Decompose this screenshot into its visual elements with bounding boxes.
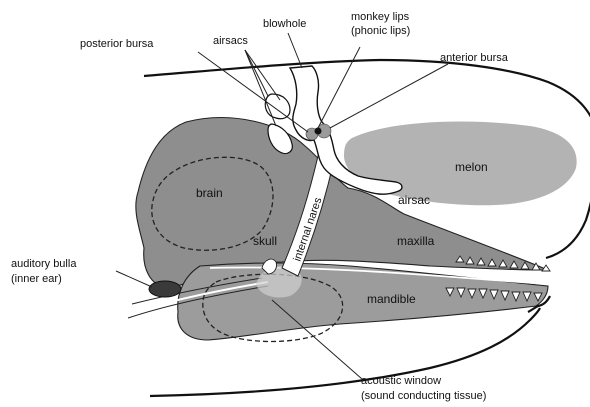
- label-mandible: mandible: [367, 292, 416, 306]
- label-maxilla: maxilla: [397, 234, 435, 248]
- label-skull: skull: [253, 234, 277, 248]
- label-sound-conducting: (sound conducting tissue): [361, 390, 486, 402]
- label-phonic-lips: (phonic lips): [351, 25, 410, 37]
- label-acoustic-window: acoustic window: [361, 375, 441, 387]
- label-melon: melon: [455, 160, 488, 174]
- label-monkey-lips: monkey lips: [351, 11, 410, 23]
- mandible-shape: [178, 263, 548, 340]
- label-brain: brain: [196, 186, 223, 200]
- label-airsac: airsac: [398, 193, 430, 207]
- label-blowhole: blowhole: [263, 18, 306, 30]
- auditory-bulla-shape: [149, 281, 181, 297]
- label-inner-ear: (inner ear): [11, 273, 62, 285]
- label-airsacs: airsacs: [213, 35, 248, 47]
- airsac-left-lobe: [265, 94, 290, 119]
- monkey-lips-dot: [315, 128, 322, 135]
- label-anterior-bursa: anterior bursa: [440, 52, 509, 64]
- label-auditory-bulla: auditory bulla: [11, 258, 77, 270]
- label-posterior-bursa: posterior bursa: [80, 38, 154, 50]
